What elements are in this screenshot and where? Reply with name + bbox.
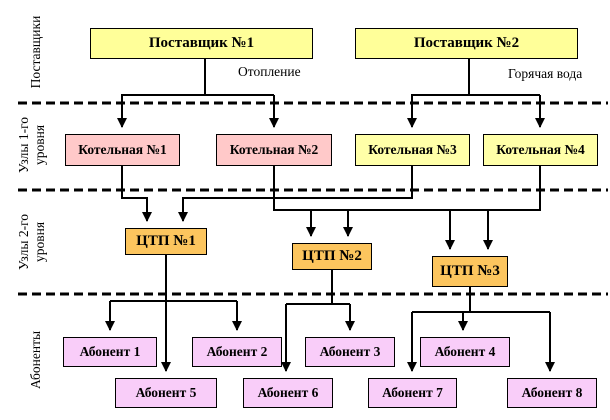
- node-subscriber-6: Абонент 6: [243, 378, 333, 408]
- node-boiler-3: Котельная №3: [355, 134, 470, 166]
- node-subscriber-5: Абонент 5: [115, 378, 217, 408]
- node-boiler-1: Котельная №1: [65, 134, 180, 166]
- node-subscriber-2: Абонент 2: [192, 337, 282, 367]
- flow-label-heating: Отопление: [238, 64, 301, 79]
- flow-label-hot-water: Горячая вода: [508, 66, 583, 81]
- node-subscriber-7: Абонент 7: [368, 378, 457, 408]
- node-supplier-1: Поставщик №1: [90, 28, 313, 59]
- level-label-subscribers: Абоненты: [28, 330, 43, 390]
- node-boiler-2: Котельная №2: [216, 134, 332, 166]
- level-label-suppliers: Поставщики: [28, 15, 43, 89]
- node-ctp-1: ЦТП №1: [125, 228, 207, 255]
- edges-ctp2-to-subscribers: [281, 270, 355, 372]
- node-subscriber-8: Абонент 8: [507, 378, 597, 408]
- node-ctp-3: ЦТП №3: [432, 256, 508, 287]
- edges-ctp1-to-subscribers: [105, 255, 242, 372]
- node-boiler-4: Котельная №4: [483, 134, 598, 166]
- node-subscriber-4: Абонент 4: [420, 337, 510, 367]
- node-ctp-2: ЦТП №2: [292, 243, 372, 270]
- edges-ctp3-to-subscribers: [407, 287, 555, 372]
- edges-supplier1-to-boilers: [117, 58, 279, 128]
- level-label-level2-nodes: Узлы 2-го уровня: [16, 213, 47, 271]
- edges-supplier2-to-boilers: [407, 58, 545, 128]
- node-subscriber-1: Абонент 1: [63, 337, 157, 367]
- node-supplier-2: Поставщик №2: [355, 28, 578, 59]
- level-label-level1-nodes: Узлы 1-го уровня: [16, 116, 47, 174]
- node-subscriber-3: Абонент 3: [305, 337, 395, 367]
- level-separator-lines: [18, 101, 608, 296]
- edges-boilers-to-ctps: [121, 166, 541, 250]
